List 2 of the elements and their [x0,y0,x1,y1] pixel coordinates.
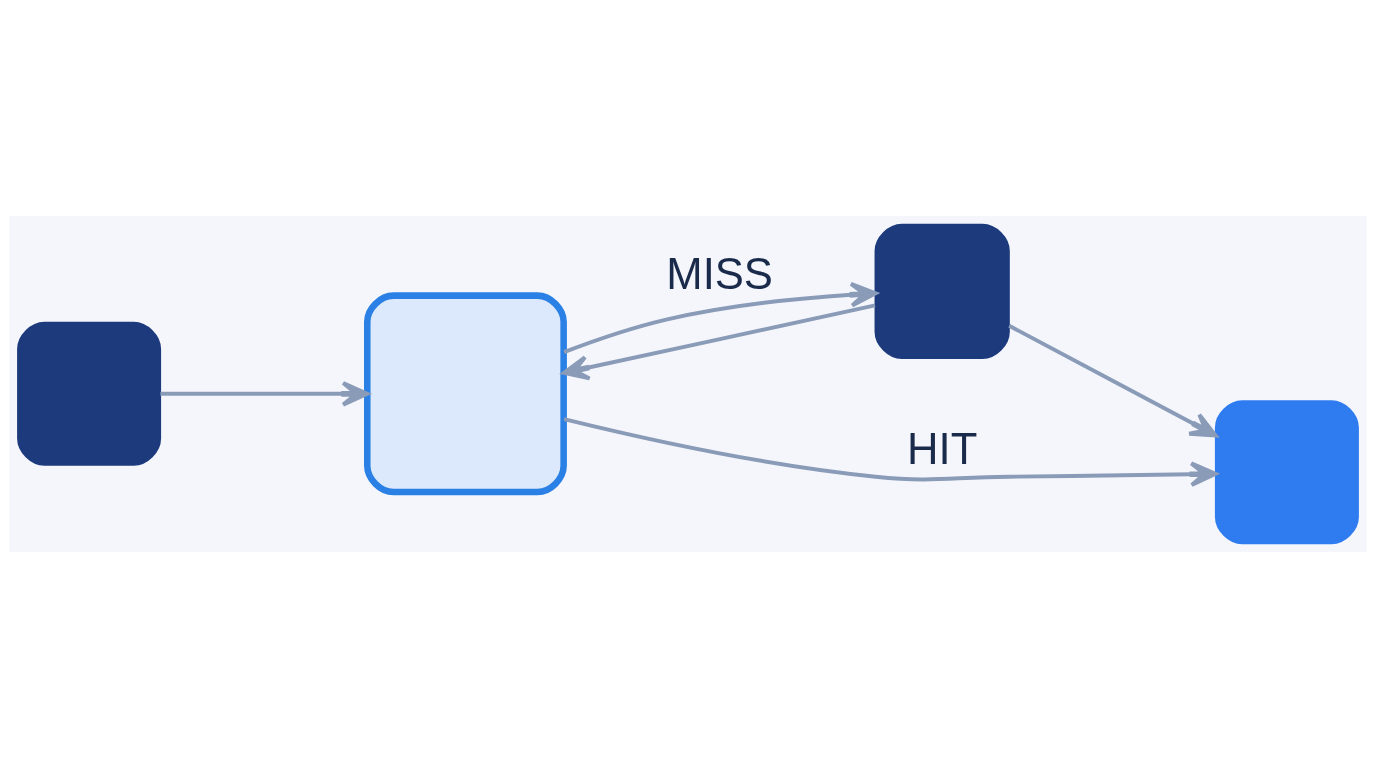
edge-label: MISS [666,250,773,299]
edge-label: HIT [907,424,978,473]
